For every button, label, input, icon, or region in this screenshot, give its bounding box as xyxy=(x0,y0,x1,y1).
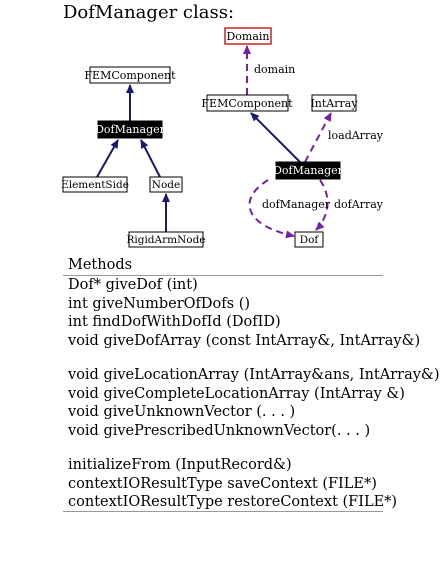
right-node-dof: Dof xyxy=(294,231,324,248)
left-rigidarmnode-label: RigidArmNode xyxy=(126,234,205,246)
methods-group-3: initializeFrom (InputRecord&) contextIOR… xyxy=(68,456,397,512)
method-item: void giveLocationArray (IntArray&ans, In… xyxy=(68,367,440,383)
left-femcomponent-label: FEMComponent xyxy=(84,69,176,82)
methods-top-rule xyxy=(63,275,383,276)
right-dofmanager-label: DofManager xyxy=(273,164,344,177)
left-node-femcomponent: FEMComponent xyxy=(84,66,176,84)
right-node-femcomponent: FEMComponent xyxy=(201,94,293,112)
method-item: Dof* giveDof (int) xyxy=(68,277,198,293)
left-node-dofmanager: DofManager xyxy=(95,120,166,139)
method-item: int giveNumberOfDofs () xyxy=(68,295,251,312)
method-item: contextIOResultType restoreContext (FILE… xyxy=(68,494,398,510)
left-elementside-label: ElementSide xyxy=(61,179,129,191)
methods-header: Methods xyxy=(68,257,133,273)
left-node-rigidarmnode: RigidArmNode xyxy=(126,231,206,248)
edge-dofarray xyxy=(315,179,329,231)
edge-label-dofmanager: dofManager xyxy=(262,198,331,211)
method-item: void giveCompleteLocationArray (IntArray… xyxy=(68,385,405,402)
right-intarray-label: IntArray xyxy=(310,97,358,110)
method-item: contextIOResultType saveContext (FILE*) xyxy=(68,475,377,492)
right-edges xyxy=(243,45,332,239)
edge-label-dofarray: dofArray xyxy=(334,198,384,211)
left-dofmanager-label: DofManager xyxy=(95,123,166,136)
method-item: void giveDofArray (const IntArray&, IntA… xyxy=(68,332,421,349)
edge-dofmanager xyxy=(248,179,295,239)
right-node-domain: Domain xyxy=(224,27,272,45)
edge-dofmanager-femcomponent-right xyxy=(250,112,301,163)
left-node-node: Node xyxy=(149,176,183,193)
methods-group-2: void giveLocationArray (IntArray&ans, In… xyxy=(68,366,439,440)
method-item: int findDofWithDofId (DofID) xyxy=(68,314,281,330)
page-title: DofManager class: xyxy=(63,2,235,23)
right-node-intarray: IntArray xyxy=(310,94,358,112)
method-item: void giveUnknownVector (. . . ) xyxy=(68,404,296,420)
edge-elementside-dofmanager xyxy=(96,139,119,178)
right-domain-label: Domain xyxy=(226,30,269,43)
methods-bottom-rule xyxy=(63,511,383,512)
right-node-dofmanager: DofManager xyxy=(273,161,344,180)
method-item: void givePrescribedUnknownVector(. . . ) xyxy=(68,422,371,439)
methods-group-1: Dof* giveDof (int) int giveNumberOfDofs … xyxy=(68,276,420,350)
edge-label-loadarray: loadArray xyxy=(328,129,384,142)
left-edges xyxy=(96,84,170,232)
class-diagram: FEMComponent DofManager ElementSide Node… xyxy=(61,27,384,248)
edge-label-domain: domain xyxy=(254,63,295,76)
edge-loadarray xyxy=(304,112,332,163)
right-femcomponent-label: FEMComponent xyxy=(201,97,293,110)
left-node-label: Node xyxy=(152,179,180,191)
right-dof-label: Dof xyxy=(300,234,320,246)
method-item: initializeFrom (InputRecord&) xyxy=(68,457,292,473)
edge-node-dofmanager xyxy=(140,139,161,178)
left-node-elementside: ElementSide xyxy=(61,176,129,193)
